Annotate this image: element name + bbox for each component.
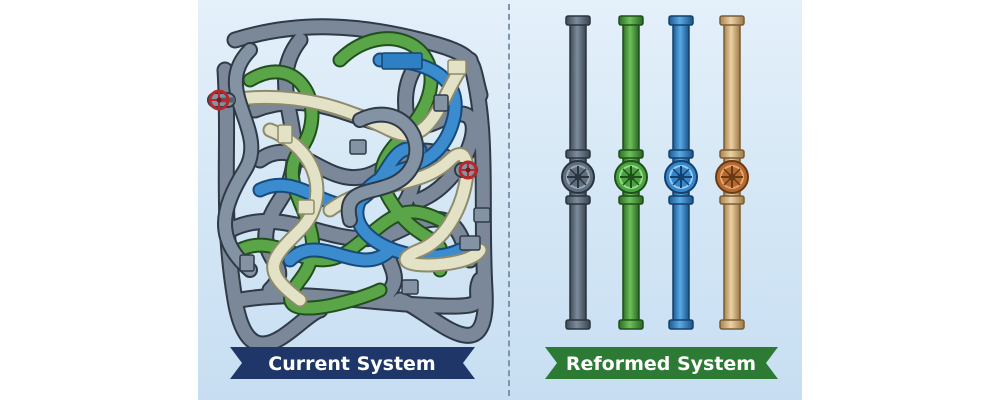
handwheel-valve-icon: [664, 160, 698, 194]
reformed-system-label: Reformed System: [566, 353, 756, 375]
current-system-label: Current System: [268, 353, 435, 375]
straight-pipe-tan: [715, 15, 749, 330]
red-handwheel-valve-icon: [458, 160, 478, 180]
straight-pipe-blue: [664, 15, 698, 330]
reformed-pipes: [561, 15, 749, 330]
handwheel-valve-icon: [715, 160, 749, 194]
current-system-banner: Current System: [230, 347, 475, 379]
red-handwheel-valve-icon: [208, 89, 235, 111]
straight-pipe-gray: [561, 15, 595, 330]
tangled-pipes: [207, 18, 494, 353]
handwheel-valve-icon: [561, 160, 595, 194]
dashed-divider: [508, 4, 510, 396]
reformed-system-banner: Reformed System: [545, 347, 778, 379]
handwheel-valve-icon: [614, 160, 648, 194]
straight-pipe-green: [614, 15, 648, 330]
